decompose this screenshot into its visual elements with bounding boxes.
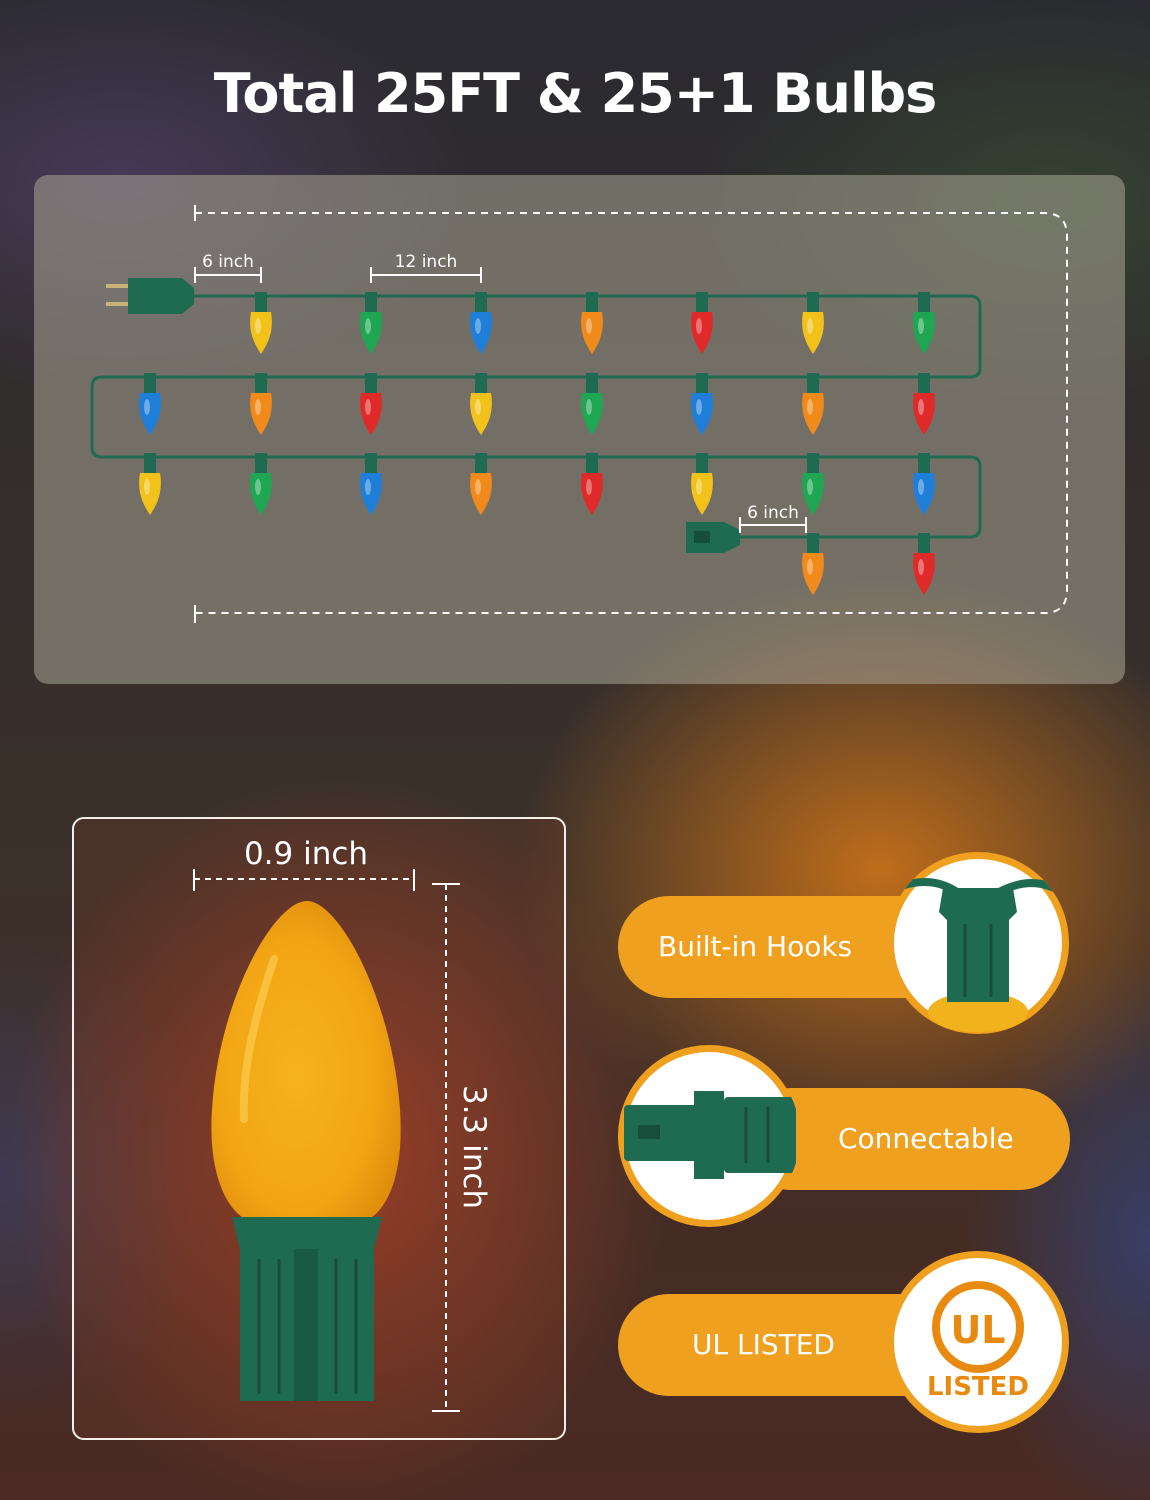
width-label: 0.9 inch: [244, 836, 368, 872]
bulb-green: [360, 292, 382, 354]
bulbs-layer: [139, 292, 935, 595]
bulb-green: [250, 453, 272, 515]
width-dimension: 0.9 inch: [193, 836, 415, 891]
ul-logo-text: UL: [950, 1308, 1005, 1352]
bulb-orange: [802, 373, 824, 435]
page-title: Total 25FT & 25+1 Bulbs: [213, 62, 938, 125]
bulb-orange: [470, 453, 492, 515]
bulb-yellow: [250, 292, 272, 354]
length-outline: [195, 212, 1068, 614]
feature-connectable-label: Connectable: [838, 1122, 1014, 1155]
dim-spacing-marker: 12 inch: [370, 252, 482, 283]
string-layout-diagram: 6 inch 12 inch 6 inch: [90, 205, 1068, 623]
bulb-orange: [802, 533, 824, 595]
bulb-yellow: [802, 292, 824, 354]
bulb-yellow: [470, 373, 492, 435]
wire: [90, 294, 982, 539]
dim-spacing-label: 12 inch: [395, 252, 458, 272]
bulb-size-panel: 0.9 inch 3.3 inch: [72, 817, 566, 1440]
bulb-green: [913, 292, 935, 354]
connector-plug-icon: [618, 1045, 800, 1227]
bulb-blue: [691, 373, 713, 435]
bulb-red: [581, 453, 603, 515]
bulb-green: [802, 453, 824, 515]
dim-plug-label: 6 inch: [202, 252, 254, 272]
ul-listed-icon: UL LISTED: [887, 1251, 1069, 1433]
bulb-yellow: [691, 453, 713, 515]
bulb-green: [581, 373, 603, 435]
hook-socket-icon: [887, 852, 1069, 1034]
feature-built-in-hooks-label: Built-in Hooks: [658, 930, 853, 963]
height-label: 3.3 inch: [456, 1085, 492, 1209]
bulb-red: [691, 292, 713, 354]
bulb-blue: [913, 453, 935, 515]
end-connector-icon: [686, 522, 740, 553]
bulb-orange: [581, 292, 603, 354]
bulb-red: [913, 373, 935, 435]
bulb-yellow: [139, 453, 161, 515]
feature-ul-listed-label: UL LISTED: [692, 1328, 835, 1361]
ul-badge-text: LISTED: [927, 1372, 1029, 1402]
bulb-blue: [470, 292, 492, 354]
bulb-red: [913, 533, 935, 595]
dim-end-marker: 6 inch: [739, 503, 807, 533]
bulb-red: [360, 373, 382, 435]
string-layout-panel: 6 inch 12 inch 6 inch: [34, 175, 1125, 684]
large-bulb-icon: [211, 901, 401, 1401]
bulb-blue: [360, 453, 382, 515]
plug-icon: [106, 278, 194, 314]
height-dimension: 3.3 inch: [432, 883, 492, 1412]
dim-plug-marker: 6 inch: [194, 252, 262, 283]
bulb-orange: [250, 373, 272, 435]
bulb-blue: [139, 373, 161, 435]
dim-end-label: 6 inch: [747, 503, 799, 523]
bulb-size-diagram: 0.9 inch 3.3 inch: [193, 836, 492, 1412]
